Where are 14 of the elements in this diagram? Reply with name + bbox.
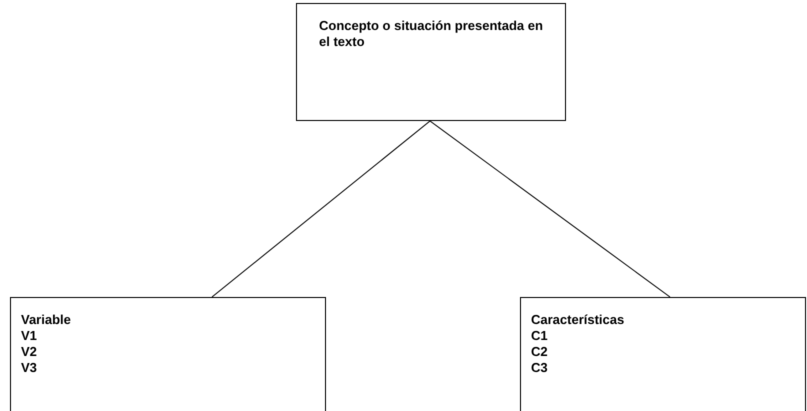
list-item: V1 bbox=[21, 328, 38, 344]
text-box bbox=[296, 3, 566, 121]
list-item: C3 bbox=[531, 360, 549, 376]
list-item: C1 bbox=[531, 328, 549, 344]
connector-line bbox=[430, 120, 670, 298]
box-heading: Variable bbox=[21, 312, 72, 328]
list-item: V3 bbox=[21, 360, 38, 376]
text-box bbox=[520, 297, 806, 411]
box-heading: Concepto o situación presentada en el texto bbox=[319, 18, 544, 50]
text-box bbox=[10, 297, 326, 411]
connector-line bbox=[212, 120, 430, 298]
list-item: V2 bbox=[21, 344, 38, 360]
box-heading: Características bbox=[531, 312, 626, 328]
list-item: C2 bbox=[531, 344, 549, 360]
